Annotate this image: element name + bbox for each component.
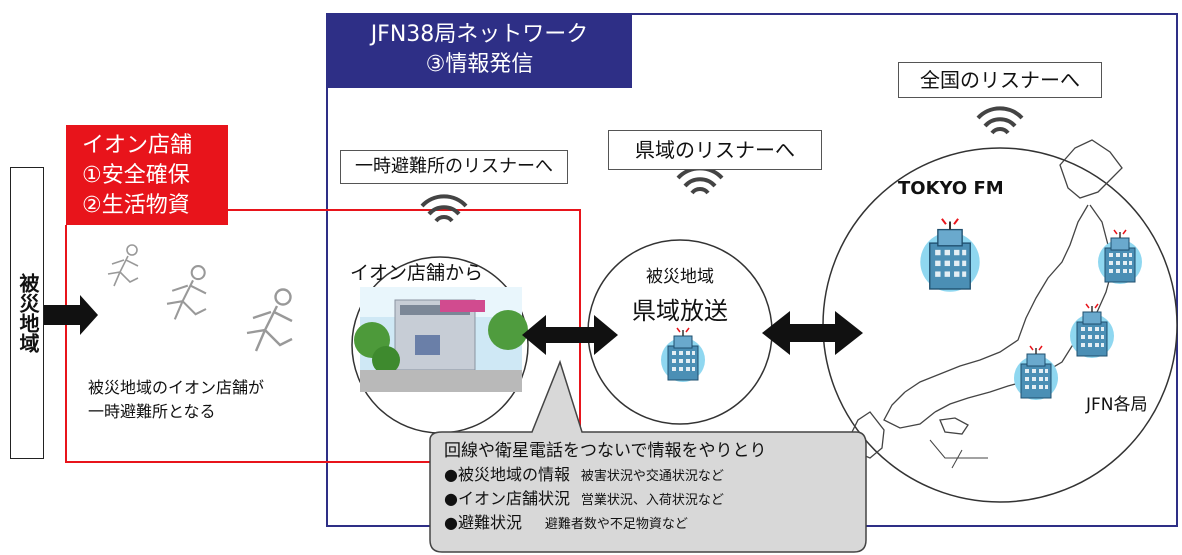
prefecture-listener-label: 県域のリスナーへ <box>608 130 822 170</box>
disaster-area-label: 被災地域 <box>10 167 44 459</box>
store-photo <box>354 287 528 392</box>
aeon-box-line1: イオン店舗 <box>82 133 193 158</box>
network-title-line1: JFN38局ネットワーク <box>370 22 589 47</box>
bubble-item-head: ●避難状況 <box>444 513 522 532</box>
national-listener-label: 全国のリスナーへ <box>898 62 1102 98</box>
temp-shelter-listener-label: 一時避難所のリスナーへ <box>340 150 568 184</box>
info-bubble <box>429 359 867 553</box>
bubble-item-head: ●イオン店舗状況 <box>444 489 570 508</box>
prefecture-broadcast: 被災地域 県域放送 <box>600 262 760 326</box>
jfn-stations-label: JFN各局 <box>1086 395 1148 415</box>
runner-icon <box>245 288 294 353</box>
prefecture-broadcast-line1: 被災地域 <box>646 267 714 287</box>
arrow-into-area <box>44 295 98 335</box>
aeon-store-box: イオン店舗 ①安全確保 ②生活物資 <box>66 125 228 225</box>
bubble-item-detail: 被害状況や交通状況など <box>580 469 724 484</box>
bubble-item: ●被災地域の情報 被害状況や交通状況など <box>444 464 860 488</box>
evacuation-text: 被災地域のイオン店舗が 一時避難所となる <box>88 374 264 422</box>
runner-icon <box>107 244 139 287</box>
aeon-box-line3: ②生活物資 <box>82 193 190 218</box>
signal-icon <box>420 194 468 223</box>
tokyo-fm-label: TOKYO FM <box>898 178 1004 199</box>
network-title-line2: ③情報発信 <box>425 52 534 77</box>
info-bubble-text: 回線や衛星電話をつないで情報をやりとり ●被災地域の情報 被害状況や交通状況など… <box>444 440 860 536</box>
bubble-item-detail: 避難者数や不足物資など <box>544 517 688 532</box>
bubble-item: ●避難状況 避難者数や不足物資など <box>444 512 860 536</box>
evacuation-text-line2: 一時避難所となる <box>88 402 216 421</box>
signal-icon <box>676 166 724 195</box>
evacuation-text-line1: 被災地域のイオン店舗が <box>88 378 265 397</box>
bubble-item-detail: 営業状況、入荷状況など <box>580 493 724 508</box>
runner-icon <box>165 265 208 321</box>
aeon-box-line2: ①安全確保 <box>82 163 190 188</box>
bubble-item: ●イオン店舗状況 営業状況、入荷状況など <box>444 488 860 512</box>
from-store-label: イオン店舗から <box>350 262 484 284</box>
national-circle <box>822 147 1178 503</box>
double-arrow-left <box>522 315 618 355</box>
bubble-title: 回線や衛星電話をつないで情報をやりとり <box>444 441 767 461</box>
signal-icon <box>976 106 1024 135</box>
double-arrow-right <box>762 311 863 355</box>
prefecture-broadcast-line2: 県域放送 <box>632 297 728 325</box>
bubble-item-head: ●被災地域の情報 <box>444 465 570 484</box>
network-title: JFN38局ネットワーク ③情報発信 <box>327 14 632 88</box>
